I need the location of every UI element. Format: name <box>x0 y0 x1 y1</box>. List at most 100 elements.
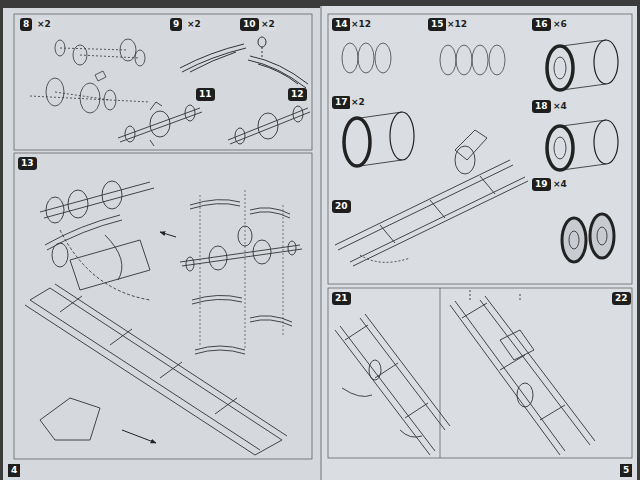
exploded-view <box>200 190 283 350</box>
exploded-view <box>180 190 302 354</box>
axle-assembly <box>118 102 310 146</box>
paper-sheet <box>320 6 637 480</box>
chassis-frame <box>455 146 475 174</box>
exploded-view <box>192 295 242 304</box>
leaf-spring <box>262 47 263 58</box>
chassis-frame <box>40 398 100 440</box>
wheel-part <box>594 40 618 84</box>
step-number: 16 <box>532 18 551 31</box>
paper-sheet <box>320 6 322 480</box>
leaf-spring <box>258 64 298 84</box>
chassis-frame <box>455 130 487 160</box>
tyre-ring <box>472 45 488 75</box>
hub-parts <box>60 48 140 58</box>
exploded-view <box>180 245 302 266</box>
panel-frame <box>328 14 632 284</box>
chassis-frame <box>335 160 513 250</box>
step-number: 21 <box>332 292 351 305</box>
leaf-spring <box>180 44 244 68</box>
chassis-frame <box>40 182 154 218</box>
exploded-view <box>186 257 194 271</box>
axle-assembly <box>235 128 245 144</box>
paper-sheet <box>3 8 321 480</box>
panel-frame <box>328 288 632 458</box>
leaf-spring <box>258 37 266 47</box>
step-number: 11 <box>196 88 215 101</box>
chassis-frame <box>50 284 287 440</box>
tyre-ring <box>358 43 374 73</box>
wheel-part <box>569 231 579 249</box>
hub-parts <box>80 83 100 113</box>
wheel-part <box>390 112 414 160</box>
tyre-ring <box>375 43 391 73</box>
exploded-view <box>250 208 290 218</box>
wheel-part <box>554 57 566 79</box>
chassis-frame <box>369 360 381 380</box>
tyre-ring <box>489 45 505 75</box>
exploded-view <box>288 241 296 255</box>
quantity-mark: ×2 <box>36 18 52 31</box>
wheel-part <box>554 137 566 159</box>
quantity-mark: ×2 <box>260 18 276 31</box>
axle-assembly <box>258 113 278 139</box>
quantity-mark: ×2 <box>350 96 366 109</box>
axle-assembly <box>150 111 170 137</box>
wheel-part <box>344 40 618 262</box>
step-number: 15 <box>428 18 447 31</box>
chassis-frame <box>517 383 533 407</box>
chassis-frame <box>30 288 282 455</box>
chassis-frame <box>470 290 520 300</box>
chassis-frame <box>480 296 595 445</box>
axle-assembly <box>228 108 310 144</box>
chassis-frame <box>60 296 237 414</box>
step-number: 13 <box>18 157 37 170</box>
panel-frame <box>440 288 441 458</box>
leaf-spring <box>190 52 236 72</box>
exploded-view <box>209 246 227 270</box>
wheel-part <box>360 112 402 166</box>
paper-sheet <box>3 6 637 480</box>
direction-arrow <box>122 430 156 443</box>
exploded-view <box>195 346 245 354</box>
wheel-part <box>594 120 618 164</box>
chassis-frame <box>360 314 450 430</box>
wheel-part <box>562 40 606 90</box>
chassis-frame <box>68 190 88 218</box>
step-number: 14 <box>332 18 351 31</box>
wheel-part <box>344 118 370 166</box>
step-number: 18 <box>532 100 551 113</box>
chassis-frame <box>45 215 122 250</box>
chassis-frame <box>70 240 150 290</box>
wheel-part <box>597 227 607 245</box>
hub-parts <box>30 39 150 113</box>
wheel-part <box>562 120 606 170</box>
chassis-frame <box>102 181 122 209</box>
chassis-frame <box>52 243 68 267</box>
step-number: 17 <box>332 96 351 109</box>
wheel-part <box>547 126 573 170</box>
step-number: 22 <box>612 292 631 305</box>
axle-assembly <box>125 126 135 142</box>
chassis-frame <box>25 300 260 455</box>
direction-arrow <box>160 232 176 237</box>
step-number: 9 <box>170 18 182 31</box>
axle-assembly <box>118 108 202 142</box>
axle-assembly <box>150 102 162 146</box>
panel-frame <box>14 153 312 459</box>
hub-parts <box>30 92 150 102</box>
tyre-ring <box>342 43 505 75</box>
exploded-view <box>238 226 252 246</box>
chassis-frame <box>462 303 565 420</box>
chassis-frame <box>345 325 428 418</box>
chassis-frame <box>350 177 528 266</box>
exploded-view <box>253 240 271 264</box>
leaf-spring <box>180 37 308 88</box>
exploded-view <box>250 316 292 326</box>
leaf-spring <box>250 56 308 84</box>
wheel-part <box>562 218 586 262</box>
chassis-frame <box>105 235 122 280</box>
quantity-mark: ×12 <box>350 18 372 31</box>
